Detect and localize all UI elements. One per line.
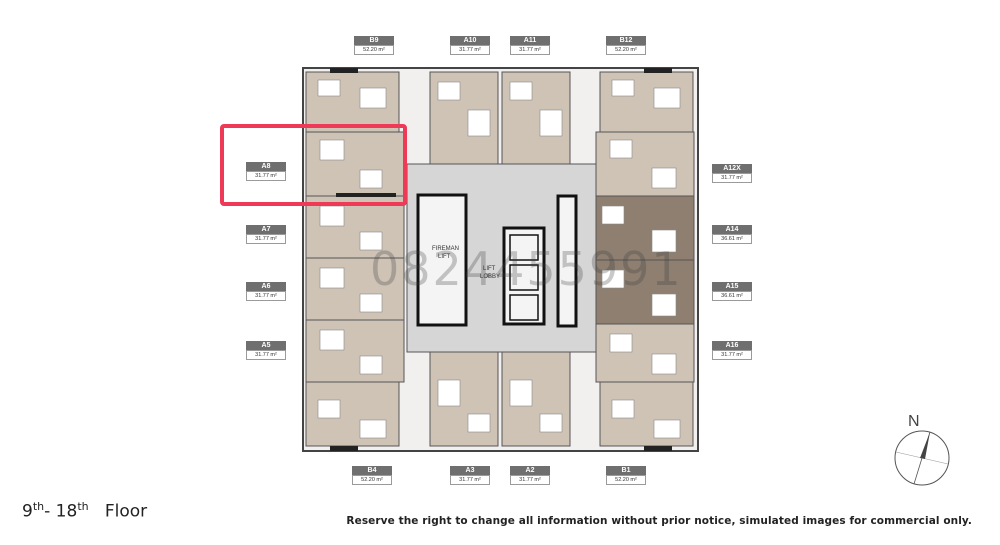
tag-area: 31.77 m² [510, 45, 550, 55]
tag-code: A8 [246, 162, 286, 171]
tag-area: 52.20 m² [606, 45, 646, 55]
floor-word: Floor [104, 501, 148, 522]
compass: N [894, 413, 950, 486]
tag-area: 31.77 m² [246, 350, 286, 360]
lift-lobby-line1: LIFT [483, 266, 496, 272]
fireman-lift-line2: LIFT [438, 254, 451, 260]
tag-area: 36.61 m² [712, 234, 752, 244]
tag-area: 31.77 m² [246, 234, 286, 244]
tag-code: A15 [712, 282, 752, 291]
lift-shaft-2 [509, 264, 539, 291]
tag-area: 31.77 m² [510, 475, 550, 485]
unit-A16 [595, 323, 695, 383]
tag-area: 31.77 m² [712, 350, 752, 360]
compass-north-label: N [908, 413, 920, 430]
tag-area: 36.61 m² [712, 291, 752, 301]
tag-code: B9 [354, 36, 394, 45]
tag-code: A12X [712, 164, 752, 173]
service-shaft [556, 194, 578, 328]
tag-code: A11 [510, 36, 550, 45]
floor-to: 18 [55, 501, 78, 522]
floor-from-suffix: th [32, 500, 45, 513]
fireman-lift [416, 193, 468, 327]
tag-code: A10 [450, 36, 490, 45]
tag-code: A2 [510, 466, 550, 475]
tag-code: A6 [246, 282, 286, 291]
tag-area: 31.77 m² [246, 171, 286, 181]
floor-range-label: 9th- 18th Floor [22, 500, 147, 522]
tag-area: 52.20 m² [354, 45, 394, 55]
lift-lobby-line2: LOBBY [480, 274, 500, 280]
disclaimer-text: Reserve the right to change all informat… [346, 515, 972, 527]
tag-code: A5 [246, 341, 286, 350]
unit-A5 [305, 319, 405, 383]
tag-area: 31.77 m² [450, 45, 490, 55]
tag-code: A16 [712, 341, 752, 350]
floor-from: 9 [22, 501, 33, 522]
phone-watermark: 0824455991 [370, 242, 683, 296]
selected-unit-highlight [220, 124, 407, 206]
tag-code: B1 [606, 466, 646, 475]
floor-separator: - [44, 501, 56, 522]
tag-area: 31.77 m² [712, 173, 752, 183]
tag-area: 31.77 m² [246, 291, 286, 301]
lift-shaft-1 [509, 234, 539, 261]
floor-to-suffix: th [77, 500, 89, 513]
tag-area: 52.20 m² [352, 475, 392, 485]
core-area: FIREMAN LIFT LIFT LOBBY [406, 163, 597, 353]
fireman-lift-line1: FIREMAN [432, 246, 459, 252]
tag-code: A14 [712, 225, 752, 234]
tag-area: 52.20 m² [606, 475, 646, 485]
tag-code: A3 [450, 466, 490, 475]
tag-code: A7 [246, 225, 286, 234]
furniture-layer [317, 79, 681, 439]
lift-shaft-3 [509, 294, 539, 321]
tag-code: B12 [606, 36, 646, 45]
compass-arrow-icon [920, 432, 930, 459]
tag-code: B4 [352, 466, 392, 475]
tag-area: 31.77 m² [450, 475, 490, 485]
